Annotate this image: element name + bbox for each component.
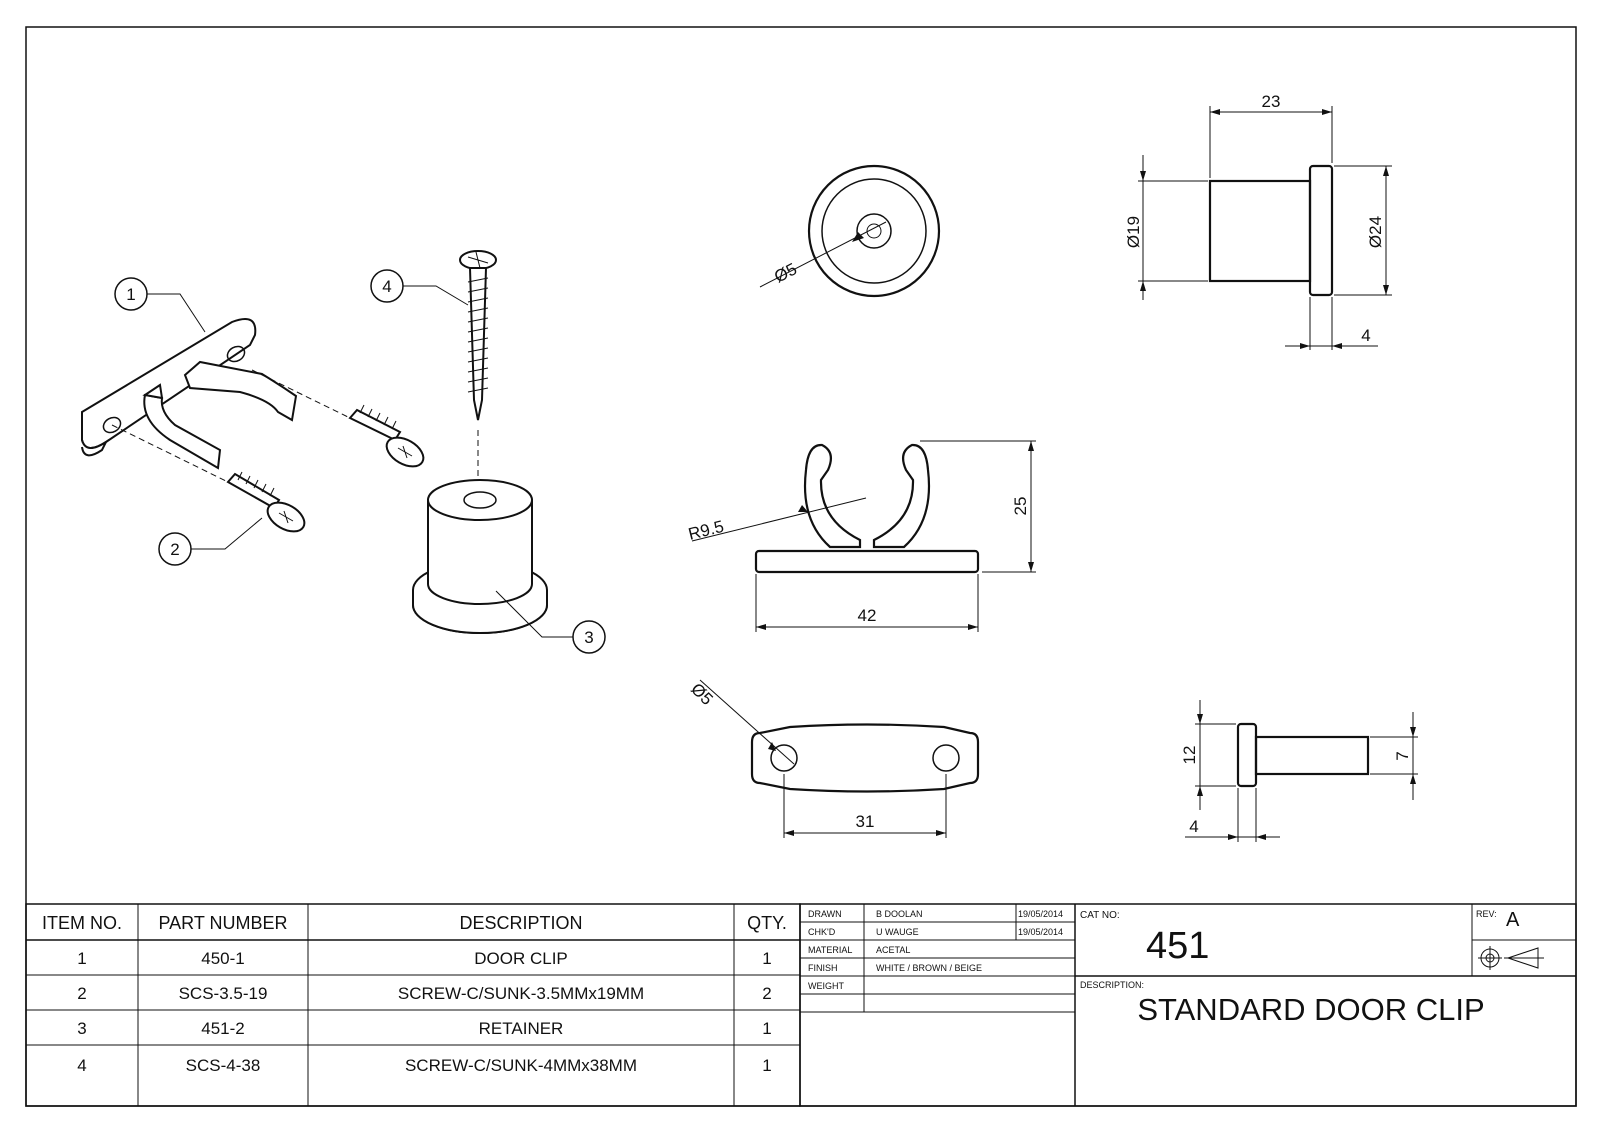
retainer-side-view: 23 Ø19 Ø24 4	[1124, 92, 1392, 350]
checked-date: 19/05/2014	[1018, 927, 1063, 937]
rev-label: REV:	[1476, 909, 1497, 919]
svg-text:Ø24: Ø24	[1366, 216, 1385, 248]
bom-header-qty: QTY.	[747, 913, 787, 933]
balloon-3: 3	[495, 590, 606, 654]
finish-label: FINISH	[808, 963, 838, 973]
bom-row: 4 SCS-4-38 SCREW-C/SUNK-4MMx38MM 1	[77, 1056, 771, 1075]
svg-text:7: 7	[1393, 751, 1412, 760]
finish-value: WHITE / BROWN / BEIGE	[876, 963, 982, 973]
svg-text:Ø19: Ø19	[1124, 216, 1143, 248]
weight-label: WEIGHT	[808, 981, 844, 991]
cat-no-label: CAT NO:	[1080, 910, 1120, 921]
svg-text:SCS-3.5-19: SCS-3.5-19	[179, 984, 268, 1003]
bom-header-item: ITEM NO.	[42, 913, 122, 933]
retainer-small-side-view: 12 7 4	[1180, 700, 1418, 842]
retainer-part	[412, 479, 548, 634]
screw-small-lower	[226, 471, 306, 533]
material-label: MATERIAL	[808, 945, 852, 955]
svg-text:DOOR CLIP: DOOR CLIP	[474, 949, 568, 968]
svg-text:SCS-4-38: SCS-4-38	[186, 1056, 261, 1075]
title-block: DRAWN B DOOLAN 19/05/2014 CHK'D U WAUGE …	[799, 903, 1577, 1107]
balloon-1: 1	[114, 277, 206, 333]
base-plate-view: Ø5 31	[687, 679, 980, 838]
svg-text:451-2: 451-2	[201, 1019, 244, 1038]
door-clip-front-view: R9.5 25 42	[686, 440, 1036, 632]
svg-text:4: 4	[382, 277, 391, 296]
bom-table: ITEM NO. PART NUMBER DESCRIPTION QTY. 1 …	[25, 903, 801, 1107]
description-label: DESCRIPTION:	[1080, 980, 1144, 990]
svg-text:450-1: 450-1	[201, 949, 244, 968]
svg-text:SCREW-C/SUNK-4MMx38MM: SCREW-C/SUNK-4MMx38MM	[405, 1056, 637, 1075]
svg-text:1: 1	[762, 949, 771, 968]
svg-text:2: 2	[762, 984, 771, 1003]
bom-row: 3 451-2 RETAINER 1	[77, 1019, 771, 1038]
drawn-date: 19/05/2014	[1018, 909, 1063, 919]
svg-text:1: 1	[77, 949, 86, 968]
svg-text:4: 4	[77, 1056, 86, 1075]
svg-text:3: 3	[77, 1019, 86, 1038]
svg-text:RETAINER: RETAINER	[479, 1019, 564, 1038]
svg-text:25: 25	[1011, 497, 1030, 516]
retainer-top-view: Ø5	[759, 164, 941, 298]
rev-value: A	[1506, 909, 1520, 931]
svg-text:Ø5: Ø5	[687, 679, 716, 708]
balloon-4: 4	[370, 269, 469, 306]
exploded-view: 1 2 3 4	[81, 250, 606, 654]
svg-text:1: 1	[126, 285, 135, 304]
projection-symbol-icon	[1478, 946, 1544, 970]
svg-text:2: 2	[77, 984, 86, 1003]
bom-row: 1 450-1 DOOR CLIP 1	[77, 949, 771, 968]
svg-text:R9.5: R9.5	[686, 517, 725, 544]
svg-text:4: 4	[1189, 817, 1198, 836]
screw-small-upper	[348, 404, 425, 468]
svg-text:42: 42	[858, 606, 877, 625]
sheet-border	[25, 26, 1577, 1107]
material-value: ACETAL	[876, 945, 910, 955]
svg-text:1: 1	[762, 1019, 771, 1038]
svg-text:2: 2	[170, 540, 179, 559]
svg-text:4: 4	[1361, 326, 1370, 345]
balloon-2: 2	[158, 517, 263, 566]
screw-long	[459, 250, 497, 421]
drawn-by: B DOOLAN	[876, 909, 923, 919]
svg-text:23: 23	[1262, 92, 1281, 111]
cat-no-value: 451	[1146, 925, 1209, 967]
bom-header-desc: DESCRIPTION	[459, 913, 582, 933]
bom-row: 2 SCS-3.5-19 SCREW-C/SUNK-3.5MMx19MM 2	[77, 984, 771, 1003]
svg-text:12: 12	[1180, 746, 1199, 765]
door-clip-part	[81, 318, 298, 470]
drawn-label: DRAWN	[808, 909, 842, 919]
svg-text:SCREW-C/SUNK-3.5MMx19MM: SCREW-C/SUNK-3.5MMx19MM	[398, 984, 644, 1003]
checked-label: CHK'D	[808, 927, 836, 937]
svg-text:31: 31	[856, 812, 875, 831]
bom-header-part: PART NUMBER	[158, 913, 287, 933]
svg-text:3: 3	[584, 628, 593, 647]
svg-text:1: 1	[762, 1056, 771, 1075]
checked-by: U WAUGE	[876, 927, 919, 937]
drawing-title: STANDARD DOOR CLIP	[1137, 992, 1484, 1027]
svg-text:Ø5: Ø5	[771, 259, 800, 286]
